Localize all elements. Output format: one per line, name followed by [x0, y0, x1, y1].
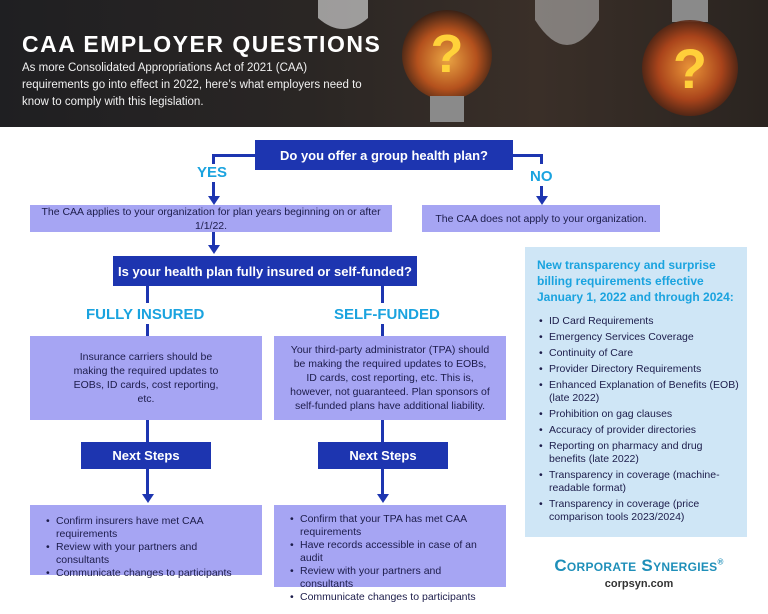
connector	[212, 232, 215, 246]
list-item: Review with your partners and consultant…	[46, 541, 252, 567]
no-result: The CAA does not apply to your organizat…	[422, 205, 660, 232]
list-item: Enhanced Explanation of Benefits (EOB) (…	[539, 379, 739, 405]
svg-text:?: ?	[673, 37, 707, 100]
list-item: Prohibition on gag clauses	[539, 408, 739, 421]
list-item: Review with your partners and consultant…	[290, 565, 496, 591]
connector	[212, 154, 215, 164]
arrow-down-icon	[208, 196, 220, 205]
requirements-sidebar: New transparency and surprise billing re…	[525, 247, 747, 537]
connector	[381, 286, 384, 303]
arrow-down-icon	[142, 494, 154, 503]
arrow-down-icon	[208, 245, 220, 254]
list-item: Emergency Services Coverage	[539, 331, 739, 344]
self-funded-label: SELF-FUNDED	[334, 306, 440, 323]
list-item: Accuracy of provider directories	[539, 424, 739, 437]
next-steps-fully-insured: Next Steps	[81, 442, 211, 469]
list-item: Confirm that your TPA has met CAA requir…	[290, 513, 496, 539]
question-insured-or-self-funded: Is your health plan fully insured or sel…	[113, 256, 417, 286]
connector	[146, 469, 149, 495]
question-group-health-plan: Do you offer a group health plan?	[255, 140, 513, 170]
list-item: Transparency in coverage (machine-readab…	[539, 469, 739, 495]
list-item: Have records accessible in case of an au…	[290, 539, 496, 565]
connector	[212, 154, 255, 157]
no-label: NO	[530, 168, 553, 185]
connector	[540, 154, 543, 164]
list-item: Provider Directory Requirements	[539, 363, 739, 376]
yes-label: YES	[197, 164, 228, 181]
page-title: CAA EMPLOYER QUESTIONS	[22, 31, 382, 57]
connector	[146, 324, 149, 336]
self-funded-steps: Confirm that your TPA has met CAA requir…	[274, 505, 506, 604]
self-funded-description: Your third-party administrator (TPA) sho…	[274, 336, 506, 420]
list-item: Continuity of Care	[539, 347, 739, 360]
fully-insured-label: FULLY INSURED	[86, 306, 205, 323]
lightbulb-question-icon: ?	[402, 10, 492, 122]
arrow-down-icon	[536, 196, 548, 205]
list-item: Confirm insurers have met CAA requiremen…	[46, 515, 252, 541]
lightbulb-icon	[535, 0, 599, 45]
intro-text: As more Consolidated Appropriations Act …	[22, 62, 362, 108]
lightbulb-question-icon: ?	[642, 0, 738, 116]
connector	[381, 420, 384, 442]
fully-insured-description: Insurance carriers should be making the …	[30, 336, 262, 420]
connector	[212, 182, 215, 197]
list-item: Communicate changes to participants	[46, 567, 252, 580]
yes-result: The CAA applies to your organization for…	[30, 205, 392, 232]
next-steps-self-funded: Next Steps	[318, 442, 448, 469]
connector	[381, 324, 384, 336]
connector	[146, 286, 149, 303]
svg-text:?: ?	[431, 24, 464, 84]
brand-logo: Corporate Synergies®	[554, 556, 724, 575]
connector	[146, 420, 149, 442]
brand-name: Corporate Synergies	[554, 556, 718, 575]
arrow-down-icon	[377, 494, 389, 503]
connector	[540, 186, 543, 197]
header-banner: ? ? CAA EMPLOYER QUESTIONS As more Conso…	[0, 0, 768, 127]
list-item: Communicate changes to participants	[290, 591, 496, 604]
list-item: Reporting on pharmacy and drug benefits …	[539, 440, 739, 466]
connector	[381, 469, 384, 495]
requirements-list: ID Card Requirements Emergency Services …	[539, 315, 739, 527]
brand-url: corpsyn.com	[604, 578, 674, 590]
lightbulb-icon	[318, 0, 368, 29]
sidebar-title: New transparency and surprise billing re…	[537, 258, 734, 304]
list-item: Transparency in coverage (price comparis…	[539, 498, 739, 524]
fully-insured-steps: Confirm insurers have met CAA requiremen…	[30, 505, 262, 580]
list-item: ID Card Requirements	[539, 315, 739, 328]
connector	[513, 154, 542, 157]
